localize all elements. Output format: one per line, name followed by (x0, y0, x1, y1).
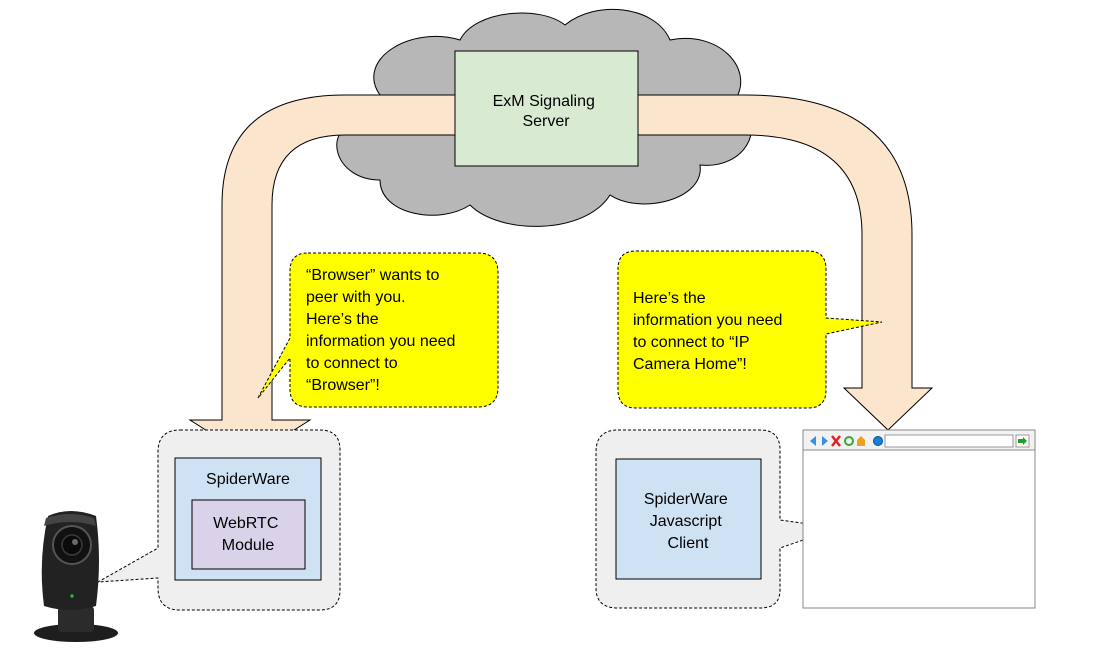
arrow-server-to-device (188, 94, 456, 459)
callout-right-line-4: Camera Home”! (633, 356, 747, 373)
callout-left-line-3: Here’s the (306, 311, 379, 328)
callout-right (617, 250, 883, 409)
svg-text:Here’s the information you: Here’s the information you need to conne… (633, 290, 787, 373)
arrow-server-to-browser (637, 94, 934, 431)
callout-right-line-1: Here’s the (633, 290, 706, 307)
signaling-server-box (454, 50, 639, 167)
svg-text:SpiderWare: SpiderWare (206, 471, 290, 488)
server-label-line1: ExM Signaling (493, 93, 595, 110)
svg-text:ExM Signaling Server: ExM Signaling Server (493, 93, 600, 130)
module-label-line2: Module (222, 537, 275, 554)
ip-camera-icon (34, 511, 118, 642)
callout-left-line-2: peer with you. (306, 289, 406, 306)
svg-text:WebRTC Module: WebRTC Module (213, 515, 283, 554)
stop-icon (831, 435, 841, 447)
svg-text:SpiderWare Javascript: SpiderWare Javascript Client (644, 491, 732, 552)
spiderware-title: SpiderWare (206, 471, 290, 488)
go-arrow-icon (1018, 437, 1027, 445)
client-label-line2: Javascript (650, 513, 723, 530)
callout-left (257, 252, 499, 408)
svg-text:“Browser” wants to peer wi: “Browser” wants to peer with you. Here’s… (306, 267, 460, 394)
server-label-line2: Server (522, 113, 570, 130)
forward-arrow-icon (822, 436, 828, 446)
home-icon (857, 436, 865, 446)
module-label-line1: WebRTC (213, 515, 278, 532)
callout-left-line-6: “Browser”! (306, 377, 380, 394)
back-arrow-icon (810, 436, 816, 446)
address-bar (884, 434, 1014, 448)
browser-window-icon (802, 429, 1036, 609)
callout-left-line-4: information you need (306, 333, 455, 350)
callout-right-line-3: to connect to “IP (633, 334, 749, 351)
spiderware-client-box (615, 458, 762, 580)
refresh-icon (844, 436, 854, 446)
callout-left-line-5: to connect to (306, 355, 398, 372)
globe-icon (873, 436, 883, 446)
client-label-line1: SpiderWare (644, 491, 728, 508)
client-label-line3: Client (668, 535, 709, 552)
callout-left-line-1: “Browser” wants to (306, 267, 439, 284)
callout-right-line-2: information you need (633, 312, 782, 329)
webrtc-module-box (191, 499, 306, 570)
